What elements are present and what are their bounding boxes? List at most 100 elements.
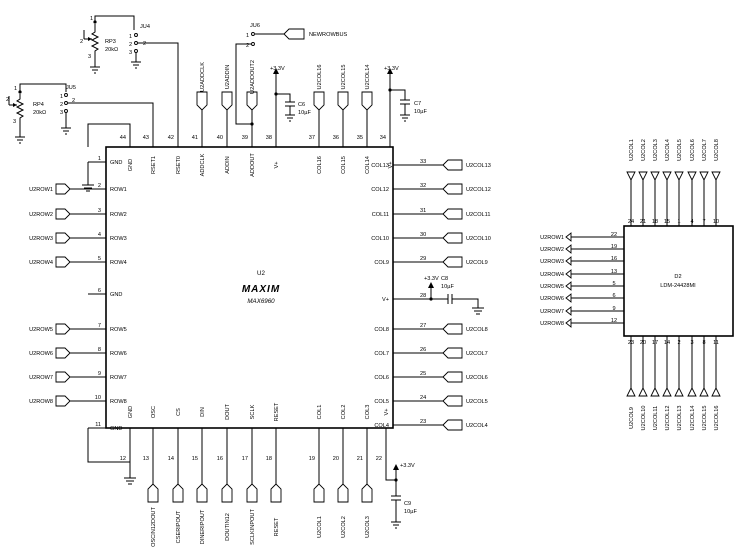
rp4-label: RP4 <box>33 102 44 108</box>
pin-number: 43 <box>143 135 149 141</box>
c7-label: C7 <box>414 101 421 107</box>
net-port <box>442 256 463 268</box>
net-port <box>674 386 684 397</box>
rp4-top-wire <box>19 83 67 92</box>
maxim-logo: MAXIM <box>242 284 280 295</box>
svg-text:3: 3 <box>129 50 132 56</box>
net-label: U2ROW6 <box>29 351 53 357</box>
pin-number: 41 <box>192 135 198 141</box>
pin-name: ROW1 <box>110 187 127 193</box>
pin-number: 18 <box>266 456 272 462</box>
pin-number: 39 <box>242 135 248 141</box>
ju5-to-rset1 <box>68 102 154 132</box>
c7-value: 10µF <box>414 109 427 115</box>
pin-number: 6 <box>612 293 615 299</box>
pin-number: 18 <box>652 219 658 225</box>
net-label: U2COL2 <box>341 516 347 538</box>
gnd-wire-pin44 <box>87 123 131 147</box>
pin-name: CS <box>176 408 182 416</box>
ground-symbol <box>90 66 100 74</box>
net-port <box>55 208 71 220</box>
ju5-pin1[interactable] <box>64 93 68 97</box>
net-port <box>626 171 636 182</box>
rp3-resistor <box>90 24 100 58</box>
net-port <box>626 386 636 397</box>
ju4-pin2[interactable] <box>134 41 138 45</box>
pin-name: OSC <box>151 406 157 418</box>
pin-number: 33 <box>420 159 426 165</box>
net-port <box>270 483 282 503</box>
c9-capacitor <box>391 495 401 501</box>
ground-symbol <box>124 477 136 485</box>
supply-arrow-icon <box>393 464 399 470</box>
net-port <box>650 386 660 397</box>
u2-body <box>105 146 394 429</box>
pin-name: COL3 <box>365 405 371 420</box>
net-label: U2COL5 <box>677 139 683 161</box>
net-port <box>638 386 648 397</box>
pin-number: 24 <box>420 395 426 401</box>
pin-name: RSET0 <box>176 156 182 174</box>
net-label: U2COL1 <box>629 139 635 161</box>
pin-number: 14 <box>664 340 670 346</box>
pin-number: 31 <box>420 208 426 214</box>
svg-text:2: 2 <box>60 102 63 108</box>
rp4-resistor <box>15 94 25 126</box>
rp4-wiper-arrow-icon <box>13 103 17 107</box>
net-port <box>221 91 233 111</box>
net-label: U2COL7 <box>702 139 708 161</box>
ju6-pin1[interactable] <box>251 32 255 36</box>
pin-number: 15 <box>192 456 198 462</box>
net-port <box>699 386 709 397</box>
net-port <box>662 386 672 397</box>
net-port <box>55 347 71 359</box>
net-port <box>442 419 463 431</box>
pin-number: 42 <box>168 135 174 141</box>
svg-text:2: 2 <box>129 42 132 48</box>
ju6-pin2[interactable] <box>251 42 255 46</box>
d2-body <box>623 225 734 337</box>
net-label: U2COL14 <box>690 406 696 431</box>
net-port <box>711 386 721 397</box>
d2-part: LDM-24428MI <box>660 283 696 289</box>
pin-name: V+ <box>382 297 389 303</box>
c6-value: 10µF <box>298 110 311 116</box>
pin-number: 21 <box>640 219 646 225</box>
pin-number: 29 <box>420 256 426 262</box>
pin-number: 21 <box>357 456 363 462</box>
net-label: DOUTIN12 <box>225 513 231 541</box>
pin-name: DIN <box>200 407 206 417</box>
net-port <box>442 347 463 359</box>
net-port <box>246 91 258 111</box>
net-label: U2COL3 <box>365 516 371 538</box>
ju6-to-addout <box>235 43 252 125</box>
ju5-pin2[interactable] <box>64 101 68 105</box>
pin-name: COL5 <box>374 399 389 405</box>
net-port <box>55 371 71 383</box>
pin-number: 4 <box>690 219 693 225</box>
net-label: U2COL13 <box>677 406 683 431</box>
supply-arrow-icon <box>387 68 393 74</box>
pin-number: 20 <box>333 456 339 462</box>
pin-number: 34 <box>380 135 386 141</box>
ju4-pin1[interactable] <box>134 33 138 37</box>
pin-number: 5 <box>612 281 615 287</box>
net-label: U2COL10 <box>466 236 491 242</box>
ju5-pin3[interactable] <box>64 109 68 113</box>
net-port <box>565 306 572 316</box>
pin-number: 22 <box>376 456 382 462</box>
pin-number: 9 <box>98 371 101 377</box>
pin-name: COL13 <box>371 163 389 169</box>
net-label: U2ROW5 <box>540 284 564 290</box>
net-label: U2COL14 <box>365 65 371 90</box>
u2-top-pins: 44GND43RSET142RSET041ADDCLK40ADDIN39ADDO… <box>120 60 394 177</box>
pin-number: 10 <box>95 395 101 401</box>
ju4-pin3[interactable] <box>134 49 138 53</box>
gnd-wire-pin11 <box>87 428 130 463</box>
pin-name: GND <box>110 426 122 432</box>
net-port <box>55 395 71 407</box>
c6-label: C6 <box>298 102 305 108</box>
pin-name: ROW8 <box>110 399 127 405</box>
pin-name: ROW3 <box>110 236 127 242</box>
